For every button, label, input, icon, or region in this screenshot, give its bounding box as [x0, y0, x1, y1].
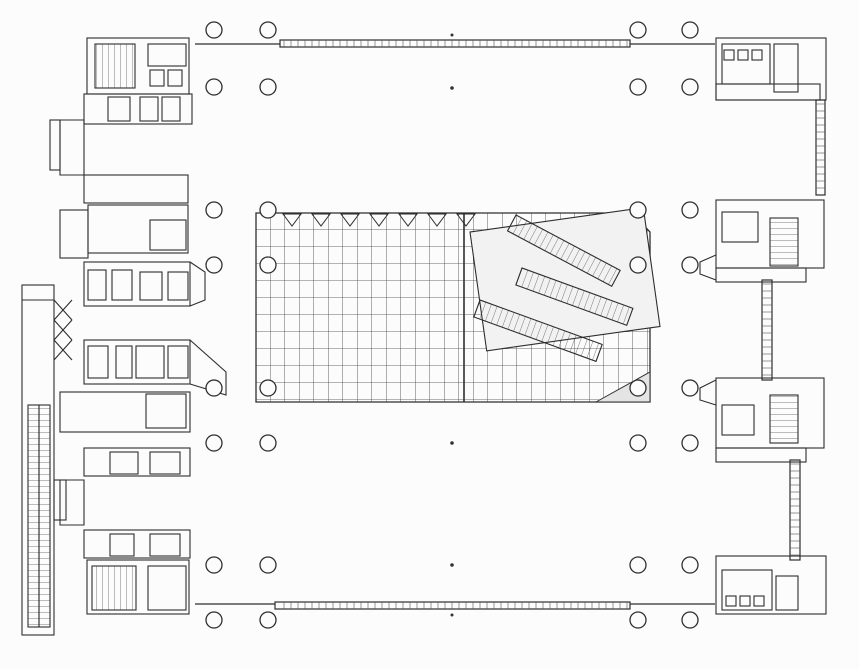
- column: [629, 21, 647, 39]
- column: [629, 379, 647, 397]
- column: [681, 21, 699, 39]
- atrium-triangle: [369, 213, 389, 227]
- column: [629, 201, 647, 219]
- atrium-triangle: [282, 213, 302, 227]
- atrium-triangle: [427, 213, 447, 227]
- outer-walls: [195, 39, 826, 610]
- left-x-marks: [53, 299, 73, 361]
- column: [681, 256, 699, 274]
- column: [681, 556, 699, 574]
- column: [259, 379, 277, 397]
- left-service-cores: [49, 37, 227, 615]
- column: [259, 434, 277, 452]
- top-curtain-wall: [279, 39, 631, 48]
- right-curtain-wall-mid: [761, 279, 773, 381]
- column: [205, 556, 223, 574]
- column: [205, 256, 223, 274]
- left-escalator-strip: [21, 284, 73, 636]
- escalator-1: [506, 214, 621, 288]
- column: [205, 434, 223, 452]
- escalator-panel: [469, 207, 661, 352]
- column: [681, 201, 699, 219]
- column: [681, 611, 699, 629]
- atrium-triangle: [340, 213, 360, 227]
- right-curtain-wall-bottom: [789, 459, 801, 561]
- escalator-2: [515, 267, 634, 326]
- bottom-curtain-wall: [274, 601, 631, 610]
- column: [259, 256, 277, 274]
- column: [259, 21, 277, 39]
- column: [629, 434, 647, 452]
- column: [681, 78, 699, 96]
- column: [259, 611, 277, 629]
- column: [629, 611, 647, 629]
- column: [259, 78, 277, 96]
- column: [205, 379, 223, 397]
- column: [681, 379, 699, 397]
- column: [629, 556, 647, 574]
- atrium-triangle: [311, 213, 331, 227]
- column: [205, 21, 223, 39]
- column: [205, 78, 223, 96]
- atrium-escalators: [469, 207, 661, 363]
- atrium-triangle: [398, 213, 418, 227]
- column: [259, 201, 277, 219]
- right-service-cores: [699, 37, 827, 615]
- column: [629, 78, 647, 96]
- escalator-3: [473, 299, 603, 363]
- column: [205, 201, 223, 219]
- column: [629, 256, 647, 274]
- grid-dots: [450, 33, 454, 617]
- column: [681, 434, 699, 452]
- column: [259, 556, 277, 574]
- column: [205, 611, 223, 629]
- columns: [205, 21, 699, 629]
- atrium-triangle: [456, 213, 476, 227]
